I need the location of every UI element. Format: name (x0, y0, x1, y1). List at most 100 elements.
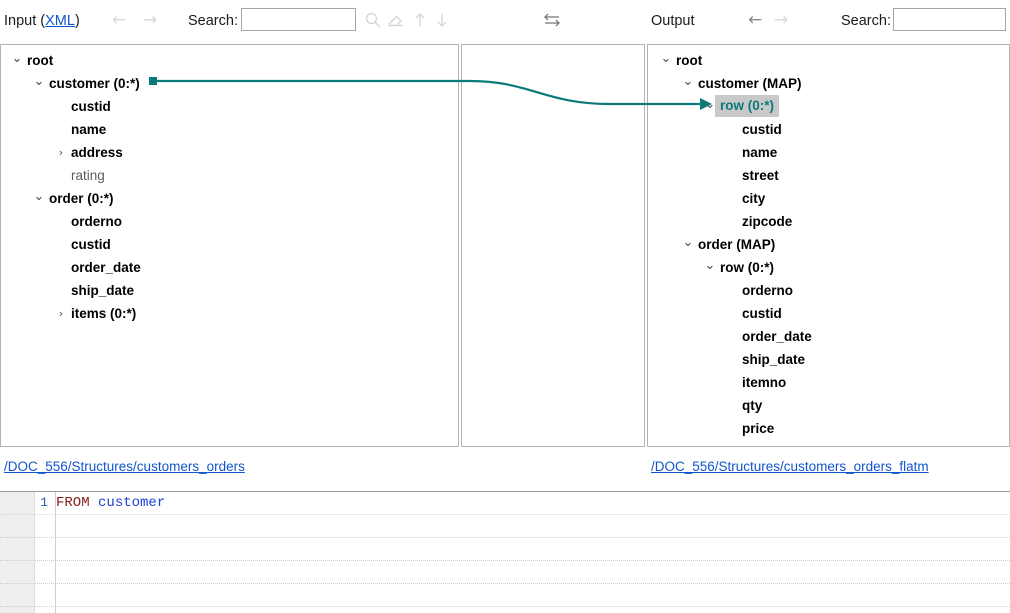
editor-line-number: 1 (40, 495, 48, 510)
tree-node-label: customer (MAP) (698, 76, 802, 91)
input-search-label: Search: (188, 13, 238, 29)
chevron-down-icon[interactable]: ⌄ (660, 51, 672, 66)
tree-node[interactable]: name (648, 141, 1009, 164)
tree-node[interactable]: ship_date (648, 348, 1009, 371)
output-structure-path-link[interactable]: /DOC_556/Structures/customers_orders_fla… (651, 459, 929, 474)
tree-node[interactable]: ship_date (1, 279, 458, 302)
editor-gutter-rule (55, 492, 56, 613)
tree-node[interactable]: ⌄ customer (0:*) (1, 72, 458, 95)
output-panel-title: Output (651, 13, 695, 29)
output-forward-icon[interactable]: → (774, 10, 789, 30)
code-token-identifier: customer (98, 495, 166, 511)
tree-node-label: orderno (71, 214, 123, 229)
chevron-down-icon[interactable]: ⌄ (682, 235, 694, 250)
tree-node-label: order_date (742, 329, 812, 344)
chevron-down-icon[interactable]: ⌄ (33, 74, 45, 89)
output-search-label: Search: (841, 13, 891, 29)
chevron-down-icon[interactable]: ⌄ (33, 189, 45, 204)
chevron-down-icon[interactable]: ⌄ (704, 258, 716, 273)
output-back-icon[interactable]: ← (748, 10, 763, 30)
swap-arrows-icon[interactable] (542, 11, 562, 29)
tree-node-label: rating (71, 168, 105, 183)
tree-node[interactable]: › address (1, 141, 458, 164)
tree-node[interactable]: ⌄ row (0:*) (648, 256, 1009, 279)
tree-node[interactable]: › items (0:*) (1, 302, 458, 325)
tree-node[interactable]: orderno (1, 210, 458, 233)
tree-node-label: zipcode (742, 214, 793, 229)
editor-line-empty[interactable] (0, 515, 1010, 538)
input-structure-path-link[interactable]: /DOC_556/Structures/customers_orders (4, 459, 245, 474)
tree-node[interactable]: ⌄ root (1, 49, 458, 72)
tree-node[interactable]: custid (648, 302, 1009, 325)
output-search-input[interactable] (893, 8, 1006, 31)
tree-node-label: orderno (742, 283, 794, 298)
input-search-input[interactable] (241, 8, 356, 31)
tree-node-label: customer (0:*) (49, 76, 140, 91)
tree-node-label: items (0:*) (71, 306, 137, 321)
tree-node[interactable]: custid (1, 95, 458, 118)
tree-node[interactable]: ⌄ order (0:*) (1, 187, 458, 210)
tree-node[interactable]: custid (648, 118, 1009, 141)
code-token-keyword: FROM (56, 495, 90, 511)
chevron-down-icon[interactable]: ⌄ (11, 51, 23, 66)
editor-line-empty[interactable] (0, 561, 1010, 584)
tree-node-label: qty (742, 398, 763, 413)
input-back-icon[interactable]: ← (112, 10, 127, 30)
editor-line-empty[interactable] (0, 607, 1010, 613)
tree-node[interactable]: ⌄row (0:*) (648, 95, 1009, 118)
top-toolbar: Input (XML) ← → Search: (0, 0, 1010, 44)
tree-node-label: order (MAP) (698, 237, 776, 252)
input-forward-icon[interactable]: → (143, 10, 158, 30)
editor-divider (0, 491, 1010, 492)
tree-node-label: custid (71, 99, 111, 114)
editor-gutter (0, 492, 35, 613)
tree-node-label: itemno (742, 375, 787, 390)
tree-node[interactable]: street (648, 164, 1009, 187)
tree-node-label: city (742, 191, 766, 206)
editor-lines[interactable]: 1 FROM customer (0, 492, 1010, 613)
chevron-right-icon[interactable]: › (58, 146, 64, 159)
arrow-up-icon[interactable] (411, 11, 429, 29)
tree-node[interactable]: orderno (648, 279, 1009, 302)
input-schema-panel[interactable]: ⌄ root ⌄ customer (0:*) custid name › address ra… (0, 44, 459, 447)
tree-node[interactable]: name (1, 118, 458, 141)
arrow-down-icon[interactable] (433, 11, 451, 29)
editor-line[interactable]: 1 FROM customer (0, 492, 1010, 515)
tree-node-label: ship_date (742, 352, 806, 367)
tree-node-label: ship_date (71, 283, 135, 298)
tree-node[interactable]: zipcode (648, 210, 1009, 233)
tree-node[interactable]: itemno (648, 371, 1009, 394)
magnifier-icon[interactable] (364, 11, 382, 29)
tree-node[interactable]: ⌄ order (MAP) (648, 233, 1009, 256)
tree-node-label: order_date (71, 260, 141, 275)
mapping-link-panel[interactable] (461, 44, 645, 447)
editor-line-empty[interactable] (0, 584, 1010, 607)
tree-node[interactable]: order_date (648, 325, 1009, 348)
chevron-right-icon[interactable]: › (58, 307, 64, 320)
eraser-icon[interactable] (387, 11, 405, 29)
tree-node[interactable]: qty (648, 394, 1009, 417)
editor-line-code[interactable]: FROM customer (56, 492, 165, 514)
tree-node[interactable]: rating (1, 164, 458, 187)
tree-node[interactable]: price (648, 417, 1009, 440)
tree-node[interactable]: ⌄ customer (MAP) (648, 72, 1009, 95)
tree-node[interactable]: custid (1, 233, 458, 256)
tree-node-label: row (0:*) (720, 260, 774, 275)
input-panel-title: Input (XML) (4, 13, 80, 29)
tree-node-label: order (0:*) (49, 191, 114, 206)
code-token-plain (90, 495, 98, 511)
tree-node-label: root (27, 53, 54, 68)
chevron-down-icon[interactable]: ⌄ (682, 74, 694, 89)
query-editor[interactable]: 1 FROM customer (0, 492, 1010, 613)
input-schema-tree: ⌄ root ⌄ customer (0:*) custid name › address ra… (1, 45, 458, 325)
input-format-link[interactable]: XML (45, 13, 75, 29)
tree-node[interactable]: ⌄root (648, 49, 1009, 72)
tree-node[interactable]: city (648, 187, 1009, 210)
tree-node-label: custid (742, 122, 782, 137)
tree-node-label: name (742, 145, 778, 160)
tree-node-label: address (71, 145, 123, 160)
tree-node[interactable]: order_date (1, 256, 458, 279)
editor-line-empty[interactable] (0, 538, 1010, 561)
